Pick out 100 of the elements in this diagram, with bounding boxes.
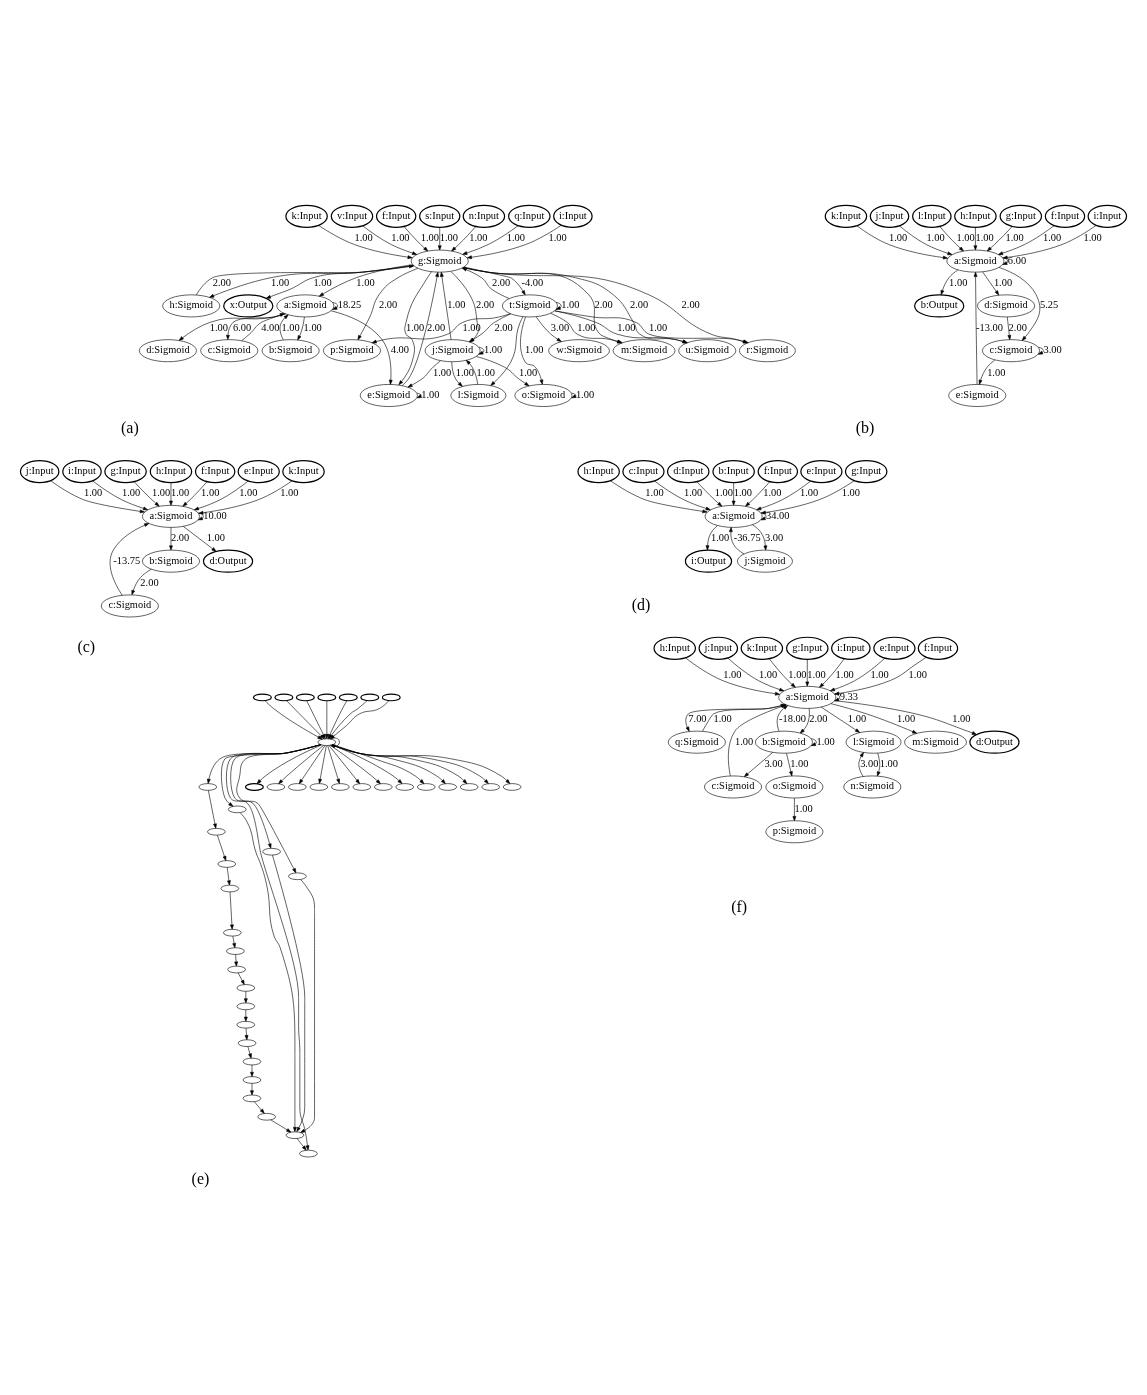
edge-label: 1.00	[879, 757, 899, 769]
edge-label: 1.00	[354, 231, 373, 243]
edge-label: 2.00	[630, 298, 649, 310]
edge-label: 2.00	[426, 321, 446, 333]
edge-label: 1.00	[280, 486, 299, 498]
edge-label: 1.00	[239, 486, 258, 498]
edge-label: 1.00	[758, 668, 778, 680]
edge-label: 4.00	[390, 343, 409, 355]
edge-label: 2.00	[594, 298, 613, 310]
edge-label: -36.75	[733, 531, 761, 543]
edge-label: 1.00	[561, 298, 580, 310]
edge-label: 1.00	[152, 486, 171, 498]
edge-label: 1.00	[926, 231, 945, 243]
edge-label: 1.00	[711, 531, 730, 543]
edge-label: 1.00	[617, 321, 636, 333]
edge-label: 2.00	[140, 576, 159, 588]
edge-label: 1.00	[841, 486, 860, 498]
edge-label: 1.00	[807, 668, 826, 680]
edge-label: 2.00	[171, 531, 190, 543]
edge-label: 6.00	[233, 321, 252, 333]
edge-label: 1.00	[201, 486, 220, 498]
edge-label: 1.00	[577, 321, 596, 333]
edge-label: 9.33	[839, 690, 858, 702]
edge-label: 1.00	[476, 366, 495, 378]
edge-label: 2.00	[212, 276, 232, 288]
edge-label: 1.00	[847, 712, 867, 724]
edge-label: 1.00	[447, 298, 466, 310]
edge-label: 3.00	[550, 321, 570, 333]
edge-label: -4.00	[521, 276, 544, 288]
edge-label: 1.00	[483, 343, 503, 355]
edge-label: 6.00	[1007, 254, 1027, 266]
edge-label: 1.00	[949, 276, 968, 288]
edge-label: 1.00	[794, 802, 813, 814]
edge-label: 1.00	[421, 388, 440, 400]
edge-label: 1.00	[956, 231, 975, 243]
edge-label: 1.00	[1042, 231, 1062, 243]
edge-label: 18.25	[337, 298, 362, 310]
edge-label: 1.00	[987, 366, 1006, 378]
edge-label: 1.00	[649, 321, 668, 333]
edge-label: 1.00	[645, 486, 664, 498]
edge-label: 2.00	[1008, 321, 1027, 333]
edge-label: 3.00	[765, 531, 784, 543]
edge-label: 5.25	[1039, 298, 1059, 310]
edge-label: 1.00	[209, 321, 228, 333]
label: (b)	[855, 418, 875, 436]
edge-label: 1.00	[313, 276, 332, 288]
edge-label: 1.00	[83, 486, 103, 498]
edge-label: 1.00	[575, 388, 595, 400]
edge-label: 1.00	[870, 668, 889, 680]
edge-label: 1.00	[975, 231, 994, 243]
edge-label: 1.00	[206, 531, 225, 543]
edge-label: 1.00	[816, 735, 835, 747]
edge-label: 1.00	[714, 486, 733, 498]
edge-label: 1.00	[455, 366, 475, 378]
edge-label: 1.00	[835, 668, 854, 680]
edge-label: 1.00	[952, 712, 971, 724]
edge-label: 1.00	[800, 486, 819, 498]
edge-label: 2.00	[681, 298, 700, 310]
label: (f)	[731, 897, 748, 915]
edge-label: 7.00	[688, 712, 707, 724]
edge-label: 1.00	[420, 231, 440, 243]
edge-label: 1.00	[723, 668, 742, 680]
edge-label: 2.00	[494, 321, 513, 333]
edge-label: 1.00	[790, 757, 809, 769]
edge-label: 1.00	[684, 486, 703, 498]
edge-label: 10.00	[203, 509, 227, 521]
edge-label: -13.75	[113, 554, 141, 566]
edge-label: 3.00	[1043, 343, 1062, 355]
edge-label: 1.00	[713, 712, 732, 724]
edge-label: 2.00	[491, 276, 511, 288]
edge-label: 1.00	[406, 321, 425, 333]
label: (a)	[121, 418, 139, 436]
edge-label: 2.00	[379, 298, 398, 310]
edge-label: 1.00	[733, 486, 752, 498]
label: (c)	[77, 637, 96, 655]
edge-label: -13.00	[976, 321, 1003, 333]
edge-label: 34.00	[765, 509, 790, 521]
edge-label: 1.00	[896, 712, 916, 724]
edge-label: 2.00	[809, 712, 828, 724]
edge-label: 1.00	[993, 276, 1013, 288]
edge-label: 1.00	[548, 231, 567, 243]
edge-label: 1.00	[171, 486, 190, 498]
edge-label: 1.00	[356, 276, 375, 288]
edge-label: 1.00	[763, 486, 782, 498]
edge-label: 1.00	[303, 321, 322, 333]
edge-label: 1.00	[525, 343, 544, 355]
label: (e)	[191, 1169, 210, 1187]
edge-label: 1.00	[1083, 231, 1102, 243]
edge-label: 4.00	[261, 321, 280, 333]
edge-label: 1.00	[433, 366, 452, 378]
edge-label: 1.00	[518, 366, 538, 378]
edge-label: 1.00	[734, 735, 754, 747]
edge-label: 1.00	[788, 668, 807, 680]
edge-label: 1.00	[908, 668, 927, 680]
edge-label: 1.00	[281, 321, 300, 333]
edge-label: 1.00	[121, 486, 141, 498]
edge-label: 1.00	[888, 231, 908, 243]
edge-label: 1.00	[271, 276, 290, 288]
edge-label: 3.00	[764, 757, 783, 769]
edge-label: 3.00	[860, 757, 879, 769]
